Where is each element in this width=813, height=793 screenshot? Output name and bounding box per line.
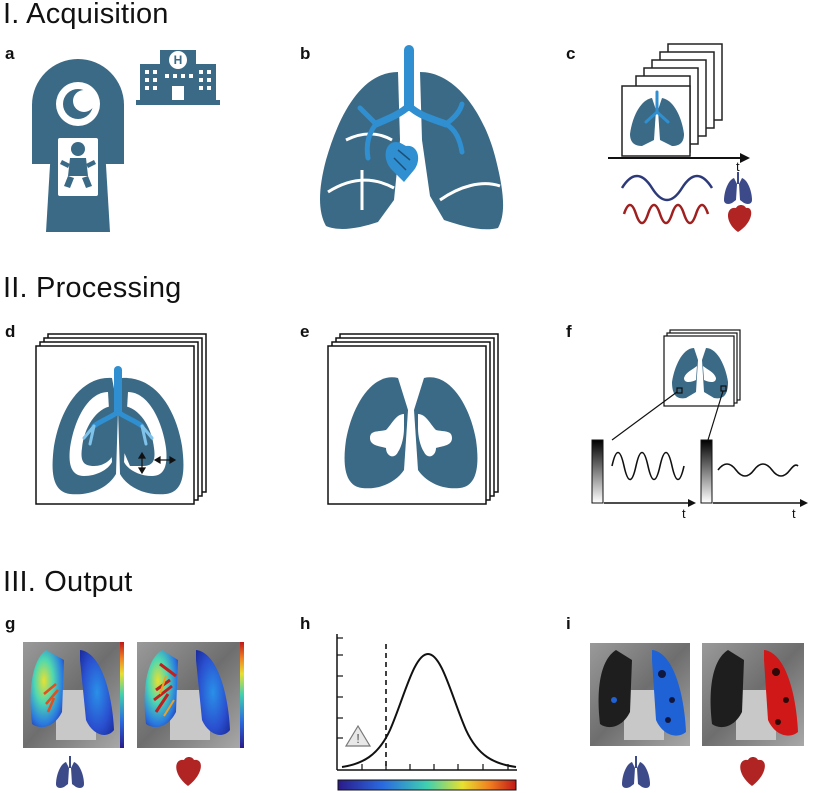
section-title-acquisition: I. Acquisition bbox=[3, 0, 169, 30]
panel-c-dynamic-series: t bbox=[608, 43, 752, 232]
panel-letter-h: h bbox=[300, 614, 311, 633]
panel-letter-g: g bbox=[5, 614, 16, 633]
cardiac-wave bbox=[622, 203, 710, 225]
lungs-icon bbox=[630, 98, 684, 146]
warning-icon: ! bbox=[344, 724, 372, 747]
panel-b-lungs-anatomy bbox=[320, 45, 504, 230]
panel-letter-c: c bbox=[566, 44, 576, 63]
panel-h-distribution: ! bbox=[336, 634, 517, 791]
section-title-output: III. Output bbox=[3, 566, 133, 598]
time-axis: t bbox=[608, 153, 750, 174]
airway-tree bbox=[91, 366, 145, 429]
panel-letter-b: b bbox=[300, 44, 311, 63]
ventilation-defect-map bbox=[590, 643, 690, 746]
heart-icon bbox=[176, 757, 201, 786]
baby-icon bbox=[60, 142, 96, 188]
perfusion-map bbox=[137, 642, 244, 748]
panel-d-registration bbox=[35, 333, 207, 505]
time-axis-label-2: t bbox=[792, 506, 796, 521]
lungs-icon bbox=[724, 172, 752, 204]
respiratory-wave bbox=[620, 174, 714, 202]
hospital-icon: H bbox=[136, 50, 220, 105]
panel-letter-d: d bbox=[5, 322, 16, 341]
panel-g-parameter-maps bbox=[23, 642, 244, 788]
panel-letter-i: i bbox=[566, 614, 571, 633]
time-axis-label-1: t bbox=[682, 506, 686, 521]
panel-letter-e: e bbox=[300, 322, 310, 341]
heart-icon-anatomy bbox=[385, 142, 419, 182]
airway-tree bbox=[357, 45, 465, 161]
section-title-processing: II. Processing bbox=[3, 272, 182, 304]
panel-i-defect-maps bbox=[590, 643, 804, 788]
perfusion-defect-map bbox=[702, 643, 804, 746]
heart-icon bbox=[728, 205, 752, 232]
panel-e-segmentation bbox=[327, 333, 499, 505]
hospital-sign: H bbox=[174, 53, 183, 67]
time-axis-label: t bbox=[736, 159, 740, 174]
signal-2: t bbox=[700, 439, 808, 521]
normal-curve bbox=[341, 652, 517, 768]
signal-1: t bbox=[591, 439, 696, 521]
panel-f-signal-analysis: t t bbox=[591, 329, 808, 521]
ventilation-map bbox=[23, 642, 124, 748]
lungs-icon bbox=[56, 756, 84, 788]
motion-arrows bbox=[137, 451, 177, 475]
panel-letter-a: a bbox=[5, 44, 15, 63]
colorbar bbox=[337, 779, 517, 791]
lungs-icon bbox=[622, 756, 650, 788]
panel-letter-f: f bbox=[566, 322, 572, 341]
svg-text:!: ! bbox=[356, 731, 360, 746]
heart-icon bbox=[740, 757, 765, 786]
